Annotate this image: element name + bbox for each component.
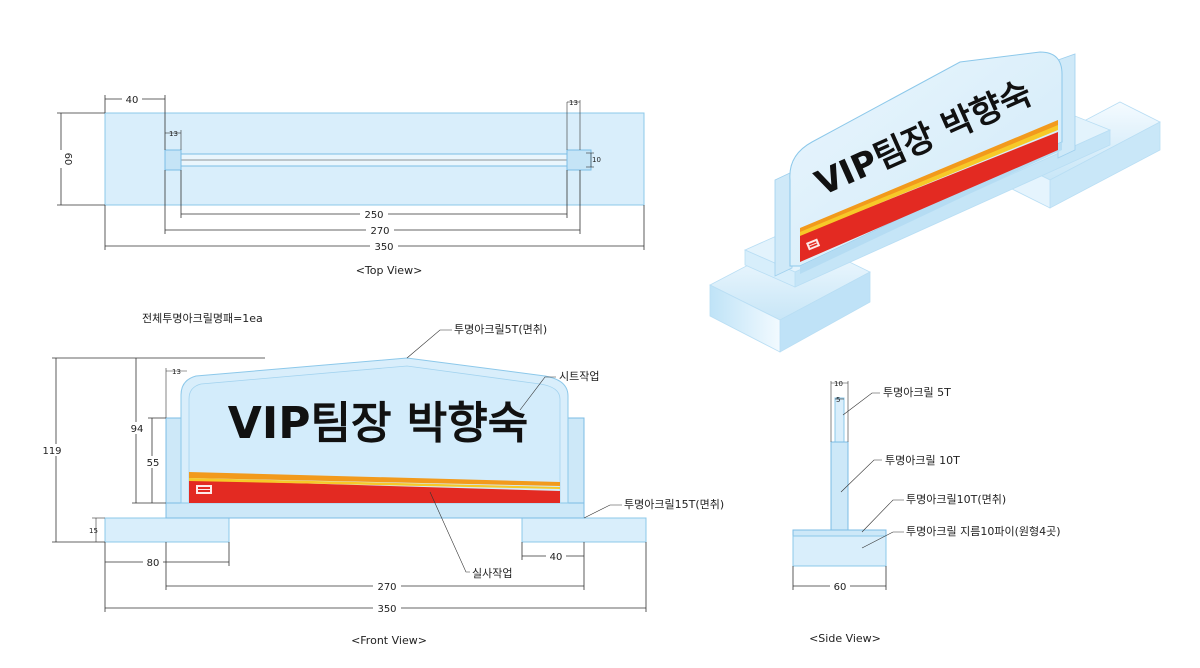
top-dim-250: 250	[364, 210, 383, 221]
front-dim-15: 15	[89, 527, 98, 535]
front-view: 전체투명아크릴명패=1ea VIP팀장 박향숙 13 94	[42, 312, 724, 647]
side-callout-acrylic-10t-chamfer: 투명아크릴10T(면취)	[906, 493, 1006, 506]
front-dim-55: 55	[147, 458, 160, 469]
top-dim-13-right: 13	[569, 99, 578, 107]
side-dim-60: 60	[834, 582, 847, 593]
top-dim-60: 60	[62, 153, 73, 166]
side-dim-5: 5	[836, 396, 840, 404]
top-view-caption: <Top View>	[356, 264, 423, 277]
front-stripe-red	[189, 480, 560, 503]
front-logo	[196, 485, 212, 494]
side-post-10t	[830, 441, 849, 531]
iso-logo	[806, 238, 821, 251]
callout-acrylic-15t: 투명아크릴15T(면취)	[624, 498, 724, 511]
front-base-plate	[165, 502, 585, 519]
front-dim-350: 350	[377, 604, 396, 615]
front-right-foot	[521, 517, 647, 543]
front-dim-13: 13	[172, 368, 181, 376]
front-dim-94: 94	[131, 424, 144, 435]
front-view-caption: <Front View>	[351, 634, 427, 647]
front-stripe-yellow	[189, 478, 560, 489]
front-dim-40: 40	[550, 552, 563, 563]
front-dim-80: 80	[147, 558, 160, 569]
callout-silk-work: 실사작업	[472, 567, 512, 580]
side-view-caption: <Side View>	[809, 632, 881, 645]
top-view-left-post	[164, 149, 182, 171]
callout-acrylic-5t-chamfer: 투명아크릴5T(면취)	[454, 323, 547, 336]
isometric-view: VIP팀장 박향숙	[709, 51, 1161, 353]
side-panel-5t	[834, 397, 845, 443]
quantity-note: 전체투명아크릴명패=1ea	[142, 312, 263, 325]
side-view: 10 5 60 투명아크릴 5T 투명아크릴 10T 투명아크릴10T(면취) …	[792, 380, 1061, 645]
side-callout-acrylic-10t: 투명아크릴 10T	[885, 454, 960, 467]
top-dim-10: 10	[592, 156, 601, 164]
side-dim-10: 10	[834, 380, 843, 388]
front-left-foot	[104, 517, 230, 543]
top-dim-270: 270	[370, 226, 389, 237]
side-plate-10t	[792, 529, 887, 537]
front-dim-119: 119	[42, 446, 61, 457]
front-dim-270: 270	[377, 582, 396, 593]
top-dim-350: 350	[374, 242, 393, 253]
iso-stripe-yellow	[800, 125, 1058, 236]
side-callout-acrylic-5t: 투명아크릴 5T	[883, 386, 951, 399]
top-view: 40 13 13 60 10 250 270	[54, 93, 645, 277]
side-callout-acrylic-rod: 투명아크릴 지름10파이(원형4곳)	[906, 525, 1061, 538]
front-stripe-orange	[189, 472, 560, 486]
callout-sheet-work: 시트작업	[559, 370, 599, 383]
top-dim-40: 40	[126, 95, 139, 106]
side-rod-base	[792, 535, 887, 567]
front-sign-text: VIP팀장 박향숙	[228, 398, 528, 449]
top-dim-13-left: 13	[169, 130, 178, 138]
iso-stripe-red	[800, 132, 1058, 262]
